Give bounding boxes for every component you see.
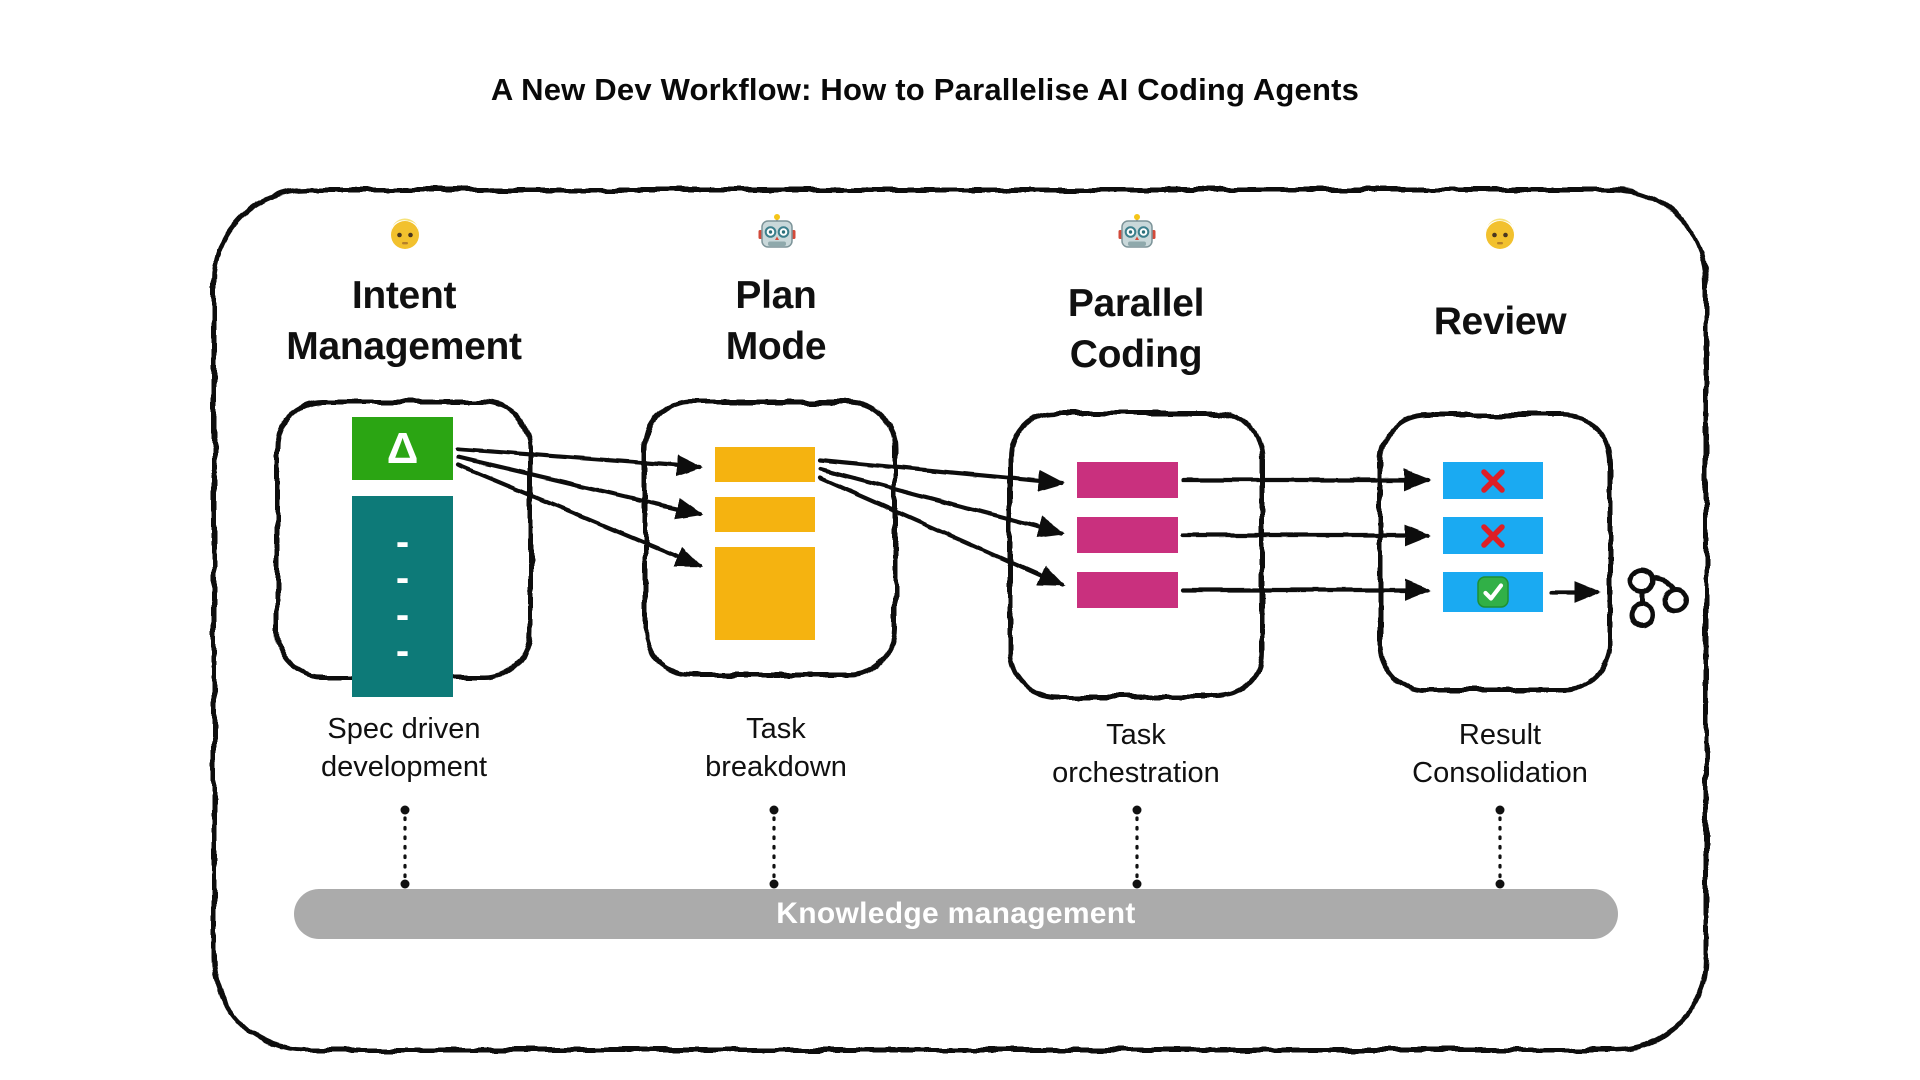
knowledge-connectors (400, 805, 1505, 889)
knowledge-management-label: Knowledge management (776, 897, 1136, 930)
caption-spec-driven-development: Spec driven development (320, 713, 488, 783)
connector-parallel (1132, 805, 1142, 889)
parallel-agent-bar-3 (1077, 572, 1178, 608)
heading-review: Review (1433, 300, 1567, 343)
parallel-box-border (1007, 410, 1265, 700)
plan-task-bar-3 (715, 547, 815, 640)
arrow-intent-to-task3 (455, 462, 704, 569)
delta-symbol: Δ (386, 423, 419, 473)
intent-delta-bar: Δ (352, 417, 453, 480)
parallel-agent-bar-1 (1077, 462, 1178, 498)
page-title: A New Dev Workflow: How to Parallelise A… (490, 72, 1360, 107)
arrow-plan-to-agent3 (817, 475, 1066, 588)
heading-intent-management: Intent Management (286, 274, 522, 368)
cross-icon (1481, 468, 1505, 493)
spec-list-mark: - (395, 592, 410, 637)
caption-task-breakdown: Task breakdown (705, 713, 847, 783)
person-icon (1480, 213, 1520, 253)
caption-result-consolidation: Result Consolidation (1412, 719, 1588, 789)
cross-icon (1481, 523, 1505, 548)
review-result-rejected-1 (1443, 462, 1543, 499)
plan-task-bar-2 (715, 497, 815, 532)
check-icon (1477, 576, 1509, 608)
spec-list-mark: - (395, 556, 410, 601)
git-branch-icon (1628, 567, 1690, 629)
caption-task-orchestration: Task orchestration (1052, 719, 1220, 789)
arrow-intent-to-task1 (455, 446, 704, 477)
parallel-agent-bar-2 (1077, 517, 1178, 553)
heading-plan-mode: Plan Mode (725, 274, 827, 368)
person-icon (385, 213, 425, 253)
review-result-approved (1443, 572, 1543, 612)
connector-intent (400, 805, 410, 889)
connector-plan (769, 805, 779, 889)
intent-spec-list: - - - - (352, 496, 453, 697)
connector-review (1495, 805, 1505, 889)
arrow-plan-to-agent1 (817, 457, 1066, 492)
heading-parallel-coding: Parallel Coding (1067, 282, 1205, 376)
review-result-rejected-2 (1443, 517, 1543, 554)
spec-list-mark: - (395, 519, 410, 564)
spec-list-mark: - (395, 629, 410, 674)
plan-task-bar-1 (715, 447, 815, 482)
flow-arrows (455, 446, 1602, 603)
arrow-plan-to-agent2 (817, 466, 1066, 538)
arrow-intent-to-task2 (455, 454, 704, 520)
robot-icon (757, 213, 797, 253)
robot-icon (1117, 213, 1157, 253)
knowledge-management-bar: Knowledge management (294, 889, 1618, 939)
